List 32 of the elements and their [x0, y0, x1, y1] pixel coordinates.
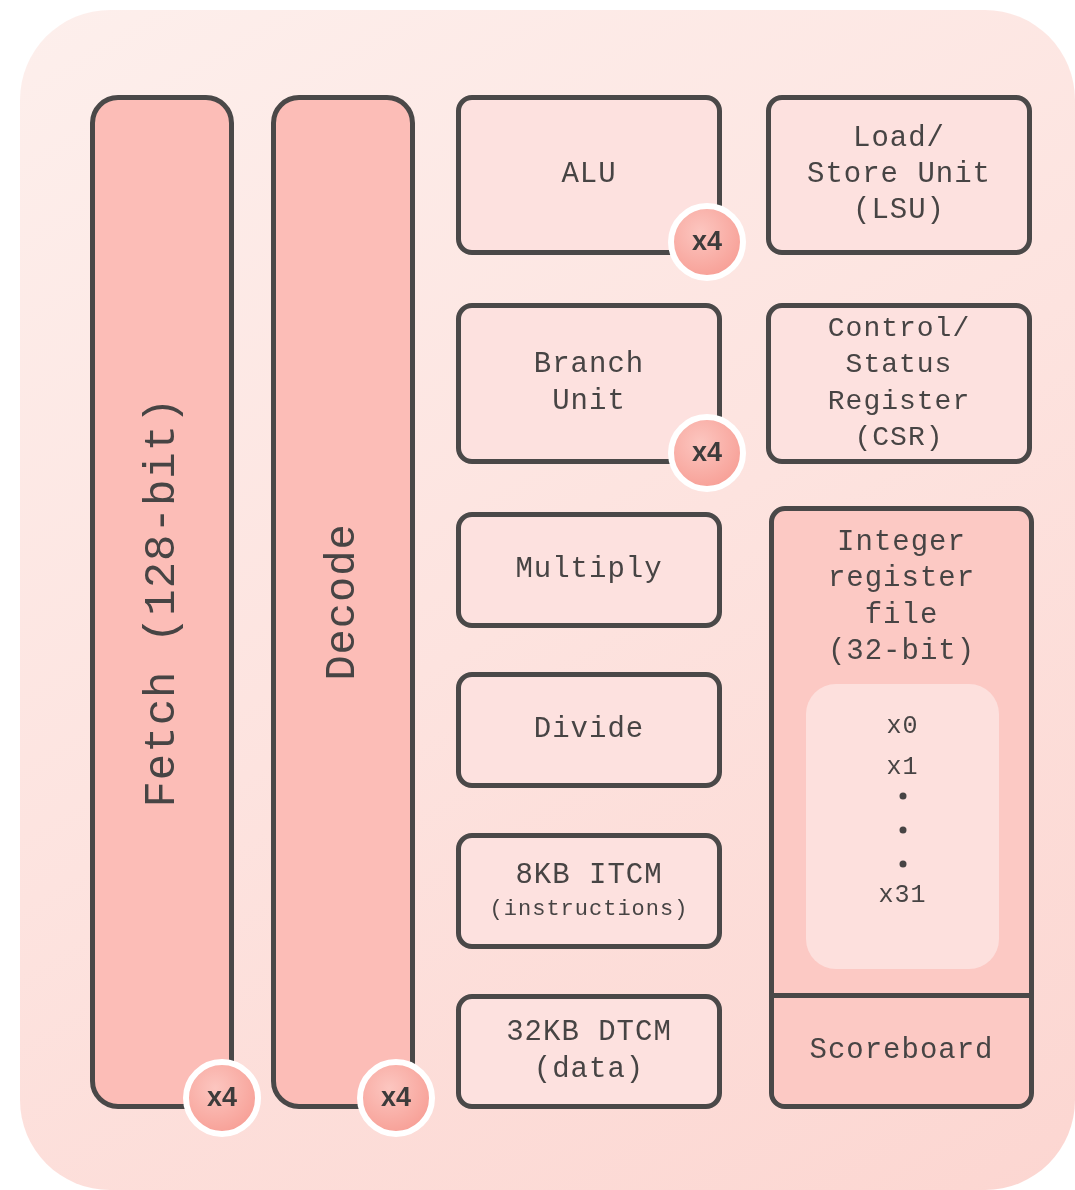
multiplier-label: x4 — [691, 225, 722, 259]
unit-label: Scoreboard — [809, 1032, 994, 1069]
unit-note: (instructions) — [489, 896, 689, 924]
unit-label: ALU — [561, 156, 617, 193]
unit-label: Multiply — [515, 551, 663, 588]
register-file-box — [769, 506, 1034, 1109]
unit-label: Branch Unit — [532, 347, 646, 420]
unit-label: 8KB ITCM — [515, 858, 663, 895]
unit-label: Control/ Status Register (CSR) — [826, 311, 972, 455]
unit-box — [456, 303, 722, 464]
decode-stage-bar — [271, 95, 415, 1109]
unit-box — [456, 95, 722, 255]
multiplier-label: x4 — [691, 436, 722, 470]
unit-box — [456, 512, 722, 628]
unit-label: Integer register file (32-bit) — [826, 525, 977, 670]
stage-label: Decode — [317, 523, 368, 681]
unit-label: Load/ Store Unit (LSU) — [806, 120, 992, 230]
unit-label: 32KB DTCM (data) — [505, 1015, 673, 1088]
register-box — [766, 303, 1032, 464]
register-name: x31 — [878, 879, 927, 912]
unit-box — [766, 95, 1032, 255]
stage-label: Fetch (128-bit) — [135, 396, 188, 808]
multiplier-label: x4 — [380, 1081, 411, 1115]
register-name: x1 — [886, 752, 919, 785]
unit-box — [456, 672, 722, 788]
unit-label: Divide — [533, 711, 645, 748]
register-list-panel — [806, 684, 999, 969]
memory-box — [456, 833, 722, 949]
memory-box — [456, 994, 722, 1109]
scoreboard-section — [774, 993, 1029, 1104]
multiplier-label: x4 — [206, 1081, 237, 1115]
register-name: x0 — [886, 711, 919, 743]
